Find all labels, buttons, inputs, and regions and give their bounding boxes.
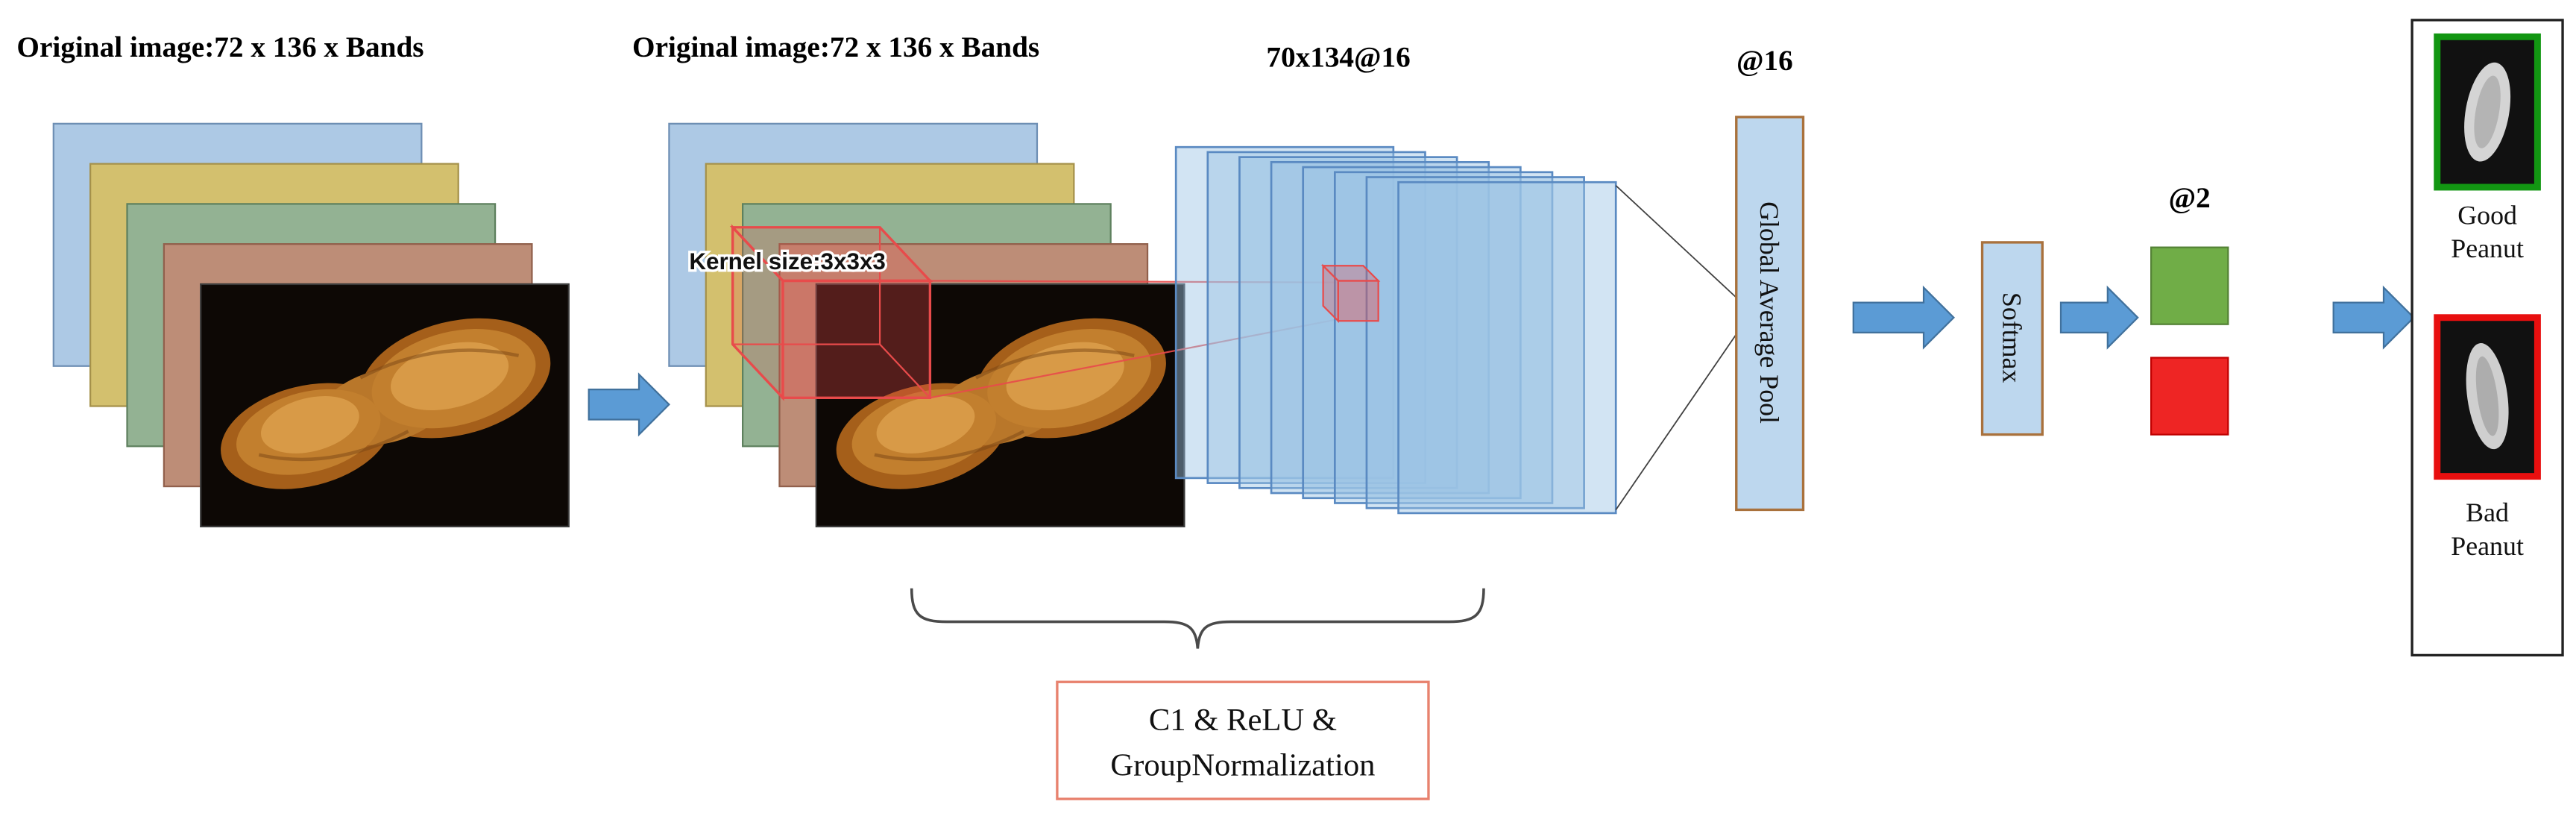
kernel-cube-front-face [781,279,932,399]
kernel-cube-back-face [731,226,881,345]
good-peanut-thumbnail [2434,33,2541,191]
good-class-swatch [2150,246,2229,325]
conv-note-box: C1 & ReLU & GroupNormalization [1056,680,1430,800]
peanut-texture-line [874,430,1025,462]
peanut-texture-line [258,430,409,462]
conv-stack-title: Original image:72 x 136 x Bands [632,31,1039,63]
feature-map-layer [1174,145,1395,480]
good-peanut-label-line2: Peanut [2451,233,2524,263]
peanut-illustration [836,318,1166,489]
output-channel-count: @2 [2169,182,2211,214]
conv-note-line2: GroupNormalization [1110,748,1375,783]
input-stack-title: Original image:72 x 136 x Bands [16,31,423,63]
conv-note-frame [1056,680,1430,800]
feature-map-layer [1270,161,1490,495]
kernel-size-label: Kernel size:3x3x3 [689,248,886,274]
conv-stage-brace [910,588,1485,649]
conv-stack: Kernel size:3x3x3 [668,122,1185,527]
feature-map-layer [1302,166,1522,500]
flow-arrow [588,372,670,437]
feature-map-layer [1365,176,1585,509]
bad-peanut-thumbnail [2434,314,2541,480]
receptive-field-cube-front [1337,280,1379,322]
kernel-cube-edge [879,343,931,399]
feature-map-layer [1238,156,1458,489]
gap-box [1735,116,1805,512]
global-average-pool-box: Global Average Pool [1735,116,1805,512]
good-peanut-shading [2474,75,2501,148]
feature-map-layer [1206,151,1426,484]
input-stack [52,122,570,527]
kernel-projection-line [930,280,1338,283]
gap-box-label: Global Average Pool [1754,201,1784,424]
peanut-texture-line [359,348,520,380]
bad-class-swatch [2150,357,2229,436]
peanut-highlight [260,396,359,454]
bad-peanut-label-line1: Bad [2466,498,2509,527]
gap-connector-line [1615,333,1737,510]
softmax-box: Softmax [1980,241,2044,436]
flow-arrow [2332,285,2415,350]
gap-connector-line [1615,185,1737,298]
peanut-highlight [1006,342,1124,411]
good-peanut-label-line1: Good [2457,200,2517,230]
feature-map-title: 70x134@16 [1266,42,1410,74]
softmax-label: Softmax [1997,292,2027,383]
gap-channel-count: @16 [1736,45,1793,77]
bad-peanut-label-line2: Peanut [2451,531,2524,561]
flow-arrow [1852,285,1956,350]
peanut-highlight [876,396,975,454]
peanut-illustration [221,318,551,489]
results-panel: Good Peanut Bad Peanut [2410,19,2564,657]
peanut-highlight [391,342,509,411]
receptive-field-cube [1320,263,1381,323]
conv-note-line1: C1 & ReLU & [1149,703,1337,738]
bad-peanut-shading [2475,356,2499,436]
kernel-cube [729,224,933,401]
peanut-texture-line [974,348,1135,380]
flow-arrow [2059,285,2139,350]
kernel-projection-line [930,318,1339,399]
feature-map-layer [1333,171,1554,504]
softmax-rect [1980,241,2044,436]
feature-map-stack [1174,145,1617,515]
feature-map-layer [1397,181,1617,515]
